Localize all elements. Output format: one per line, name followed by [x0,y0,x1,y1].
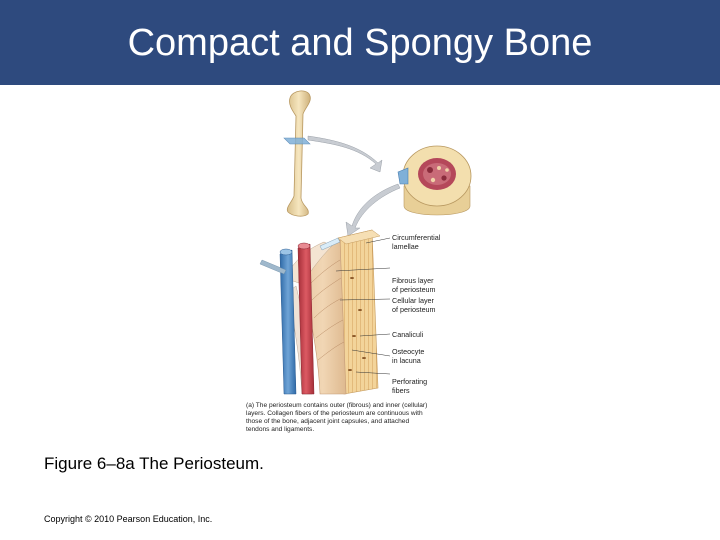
label-osteocyte-2: in lacuna [392,356,421,365]
panel-caption-line-2: layers. Collagen fibers of the periosteu… [246,410,423,417]
long-bone [283,90,311,217]
label-circumferential-lamellae-1: Circumferential [392,233,441,242]
label-cellular-layer-2: of periosteum [392,305,436,314]
periosteum-illustration: Circumferential lamellae Fibrous layer o… [246,90,472,433]
label-perforating-fibers-1: Perforating [392,377,427,386]
periosteum-detail [259,229,381,395]
panel-caption-line-3: those of the bone, adjacent joint capsul… [246,418,409,425]
label-leader-lines [335,237,391,375]
figure-caption: Figure 6–8a The Periosteum. [44,454,264,473]
label-osteocyte-1: Osteocyte [392,347,424,356]
zoom-arrow [345,183,401,237]
title-bar [0,0,720,85]
label-perforating-fibers-2: fibers [392,386,410,395]
label-circumferential-lamellae-2: lamellae [392,242,419,251]
label-canaliculi: Canaliculi [392,330,424,339]
slide-title: Compact and Spongy Bone [127,22,593,64]
copyright-notice: Copyright © 2010 Pearson Education, Inc. [44,514,213,524]
label-fibrous-layer-2: of periosteum [392,285,436,294]
panel-caption-line-1: (a) The periosteum contains outer (fibro… [246,402,427,409]
bone-cross-section [397,145,472,216]
label-fibrous-layer-1: Fibrous layer [392,276,434,285]
label-cellular-layer-1: Cellular layer [392,296,435,305]
pointer-arrow [307,135,383,173]
panel-caption-line-4: tendons and ligaments. [246,426,314,433]
